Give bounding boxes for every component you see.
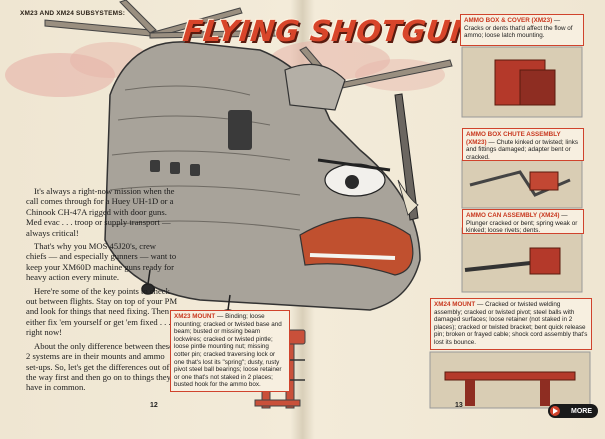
callout-ammo-box-cover: AMMO BOX & COVER (XM23) — Cracks or dent… (460, 14, 584, 46)
paragraph: About the only difference between these … (26, 340, 173, 393)
paragraph: That's why you MOS 45J20's, crew chiefs … (26, 241, 177, 283)
callout-title: AMMO BOX CHUTE ASSEMBLY (XM23) (466, 131, 561, 146)
callout-ammo-can: AMMO CAN ASSEMBLY (XM24) — Plunger crack… (462, 209, 584, 234)
arrow-right-icon (550, 406, 560, 416)
paragraph: Here're some of the key points to check … (26, 285, 178, 338)
callout-text: — Cracks or dents that'd affect the flow… (464, 17, 573, 40)
callout-title: AMMO CAN ASSEMBLY (XM24) (466, 212, 560, 219)
more-button[interactable]: MORE (548, 404, 598, 418)
subsystems-label: XM23 AND XM24 SUBSYSTEMS: (20, 10, 126, 17)
callout-ammo-chute: AMMO BOX CHUTE ASSEMBLY (XM23) — Chute k… (462, 128, 584, 161)
callout-text: — Plunger cracked or bent; spring weak o… (466, 212, 578, 235)
callout-text: — Binding; loose mounting; cracked or tw… (174, 313, 282, 389)
page-number-right: 13 (455, 402, 463, 409)
paragraph: It's always a right-now mission when the… (26, 186, 175, 238)
body-text: It's always a right-now mission when the… (26, 186, 178, 396)
page-number-left: 12 (150, 402, 158, 409)
callout-title: XM23 MOUNT (174, 313, 216, 320)
callout-text: — Cracked or twisted welding assembly; c… (434, 301, 588, 346)
callout-title: AMMO BOX & COVER (XM23) (464, 17, 553, 24)
callout-text: — Chute kinked or twisted; links and fit… (466, 138, 578, 161)
callout-title: XM24 MOUNT (434, 301, 476, 308)
callout-xm24-mount: XM24 MOUNT — Cracked or twisted welding … (430, 298, 592, 350)
callout-xm23-mount: XM23 MOUNT — Binding; loose mounting; cr… (170, 310, 290, 392)
page-title: FLYING SHOTGUNS (181, 14, 499, 48)
more-label: MORE (571, 407, 592, 415)
